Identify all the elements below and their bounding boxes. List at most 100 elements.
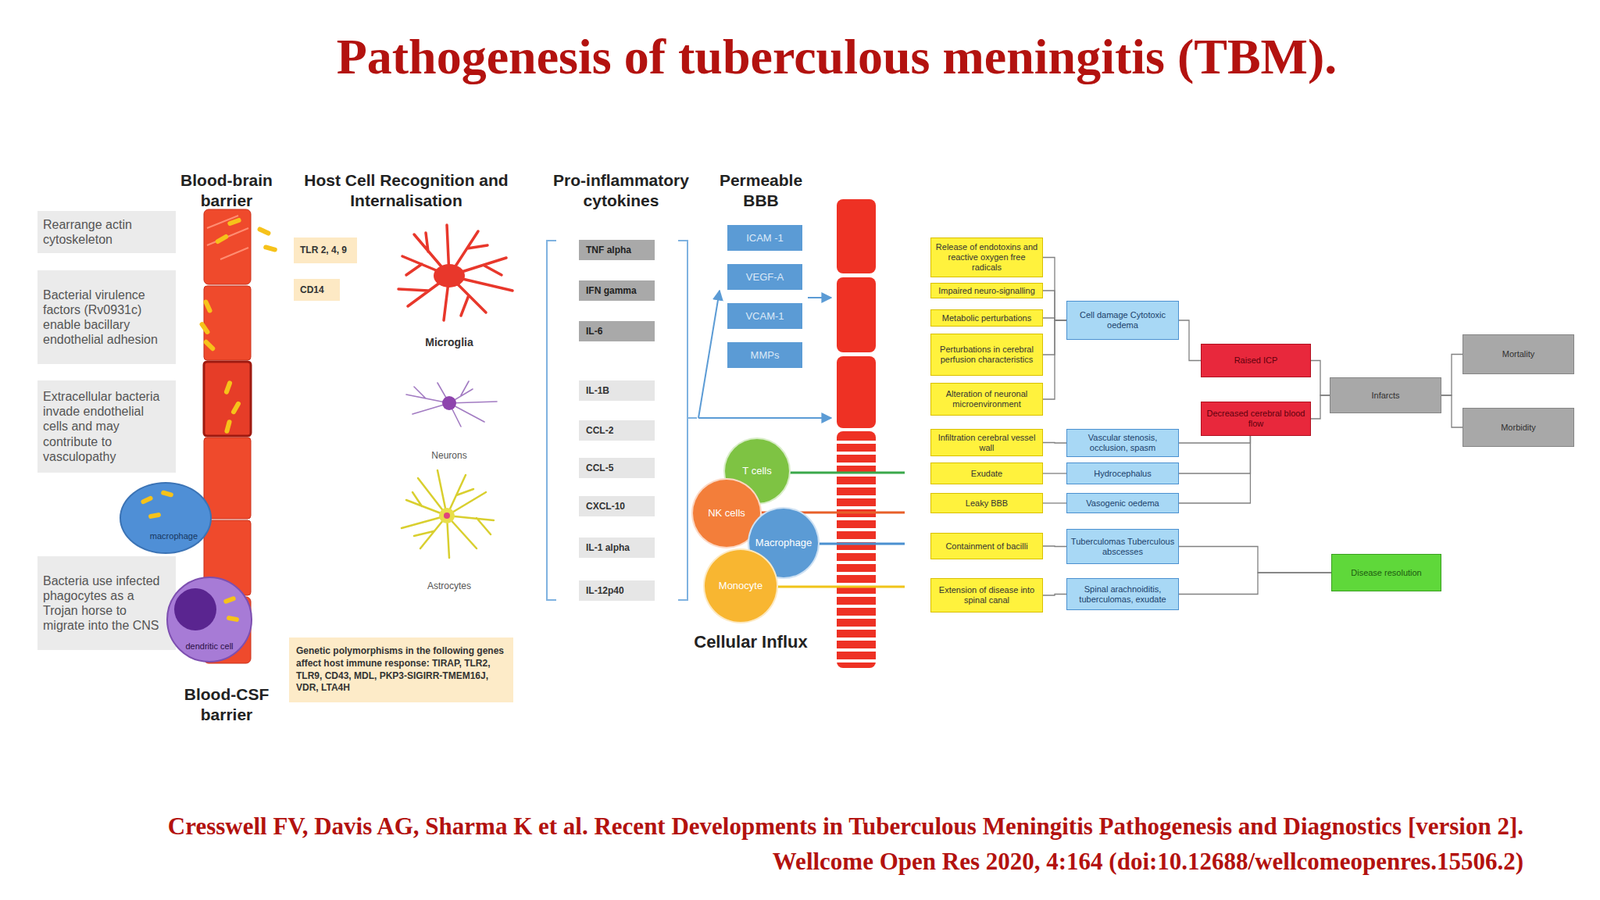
- node-text: ICAM -1: [746, 232, 784, 244]
- node-text: Metabolic perturbations: [942, 313, 1032, 324]
- mechanism-box: Infiltration cerebral vessel wall: [930, 428, 1043, 457]
- connector-line: [1042, 317, 1067, 321]
- node-text: dendritic cell: [185, 641, 233, 652]
- node-text: IL-1 alpha: [585, 542, 630, 554]
- neuron-dendrite: [406, 381, 497, 427]
- outcome-box: Morbidity: [1462, 407, 1575, 447]
- astrocyte-nucleus: [443, 512, 450, 519]
- vessel-segment: [836, 277, 876, 353]
- node-text: Cell damage Cytotoxic oedema: [1070, 310, 1175, 331]
- node-text: CD14: [300, 284, 325, 296]
- note-box: Bacterial virulence factors (Rv0931c) en…: [37, 270, 176, 365]
- node-text: Spinal arachnoiditis, tuberculomas, exud…: [1070, 584, 1175, 605]
- node-text: Rearrange actin cytoskeleton: [42, 217, 171, 247]
- vessel-segment: [836, 199, 876, 274]
- cytokine-box: CCL-2: [578, 420, 655, 441]
- node-text: TNF alpha: [585, 244, 632, 256]
- astrocyte-process: [401, 470, 494, 558]
- bacillus: [224, 419, 233, 435]
- node-text: CXCL-10: [585, 500, 625, 512]
- flow-arrow: [807, 296, 832, 299]
- node-text: Exudate: [971, 468, 1003, 479]
- neuron-illustration: [406, 381, 497, 427]
- cytokine-box: CXCL-10: [578, 496, 655, 517]
- mechanism-box: Alteration of neuronal microenvironment: [930, 382, 1043, 416]
- permeable-vessel: [836, 199, 876, 668]
- mechanism-box: Containment of bacilli: [930, 532, 1043, 560]
- flow-arrow: [698, 290, 720, 418]
- vessel-segment: [836, 431, 876, 668]
- vessel-segment: [203, 361, 251, 436]
- adhesion-molecule-box: MMPs: [727, 342, 803, 368]
- bacillus: [230, 400, 242, 416]
- node-text: macrophage: [150, 531, 198, 542]
- adhesion-molecule-box: ICAM -1: [727, 225, 803, 251]
- column-heading: Host Cell Recognition and Internalisatio…: [285, 170, 528, 212]
- bacillus: [203, 339, 217, 353]
- connector-line: [1310, 395, 1330, 419]
- node-text: T cells: [742, 465, 772, 477]
- adhesion-molecule-box: VCAM-1: [727, 303, 803, 329]
- node-text: Disease resolution: [1350, 567, 1422, 579]
- mechanism-box: Perturbations in cerebral perfusion char…: [930, 333, 1043, 376]
- pathology-box: Tuberculomas Tuberculous abscesses: [1066, 528, 1179, 565]
- illustration-label: Astrocytes: [402, 580, 497, 592]
- node-text: Extracellular bacteria invade endothelia…: [42, 389, 171, 465]
- node-text: Decreased cerebral blood flow: [1204, 408, 1308, 429]
- note-box: Bacteria use infected phagocytes as a Tr…: [37, 556, 176, 650]
- node-text: CCL-2: [585, 425, 614, 436]
- bacillus: [214, 233, 230, 245]
- connector-line: [1042, 502, 1067, 504]
- cytokine-box: IL-6: [578, 321, 655, 342]
- pathology-box: Cell damage Cytotoxic oedema: [1066, 300, 1179, 340]
- node-text: Perturbations in cerebral perfusion char…: [934, 344, 1040, 365]
- receptor-box: CD14: [293, 278, 340, 301]
- flow-arrow: [698, 417, 832, 419]
- pathology-box: Hydrocephalus: [1066, 462, 1179, 485]
- bacillus: [202, 299, 213, 315]
- mechanism-box: Extension of disease into spinal canal: [930, 578, 1043, 613]
- astrocyte-illustration: [401, 470, 494, 558]
- citation-caption: Cresswell FV, Davis AG, Sharma K et al. …: [117, 809, 1524, 880]
- immune-cell: Monocyte: [703, 548, 779, 624]
- column-heading: Permeable BBB: [706, 170, 816, 212]
- pathology-box: Vascular stenosis, occlusion, spasm: [1066, 428, 1179, 458]
- illustration-label: Cellular Influx: [688, 631, 814, 654]
- vessel-segment: [203, 209, 251, 285]
- node-text: Release of endotoxins and reactive oxyge…: [934, 242, 1040, 273]
- connector-line: [1042, 594, 1067, 597]
- bacillus: [263, 244, 279, 253]
- connector-line: [1178, 435, 1250, 443]
- node-text: Raised ICP: [1234, 355, 1279, 366]
- node-text: Morbidity: [1500, 422, 1536, 433]
- column-heading: Blood-brain barrier: [156, 170, 297, 212]
- node-text: Alteration of neuronal microenvironment: [934, 389, 1040, 410]
- node-text: TLR 2, 4, 9: [300, 244, 347, 256]
- illustration-label: Microglia: [402, 335, 497, 349]
- node-text: Hydrocephalus: [1093, 468, 1151, 479]
- bacillus: [148, 512, 162, 520]
- connector-line: [1042, 442, 1067, 444]
- node-text: Genetic polymorphisms in the following g…: [296, 645, 507, 694]
- consequence-box: Decreased cerebral blood flow: [1200, 401, 1311, 436]
- connector-line: [1042, 257, 1067, 322]
- cytokine-box: IL-1 alpha: [578, 537, 655, 558]
- microglia-process: [398, 225, 513, 321]
- node-text: Bacteria use infected phagocytes as a Tr…: [42, 573, 171, 634]
- phagocytosed-bacilli: [139, 489, 174, 519]
- node-text: VEGF-A: [746, 271, 784, 283]
- macrophage-cell: macrophage: [119, 482, 212, 554]
- bacillus: [198, 321, 211, 336]
- cytokine-bracket: [546, 240, 557, 600]
- neuron-body: [442, 396, 457, 411]
- connector-line: [1042, 545, 1067, 547]
- node-text: Infiltration cerebral vessel wall: [934, 432, 1040, 454]
- cytokine-box: IL-12p40: [578, 580, 655, 601]
- node-text: Infarcts: [1371, 390, 1400, 401]
- mechanism-box: Impaired neuro-signalling: [930, 282, 1043, 299]
- outcome-box: Mortality: [1462, 334, 1575, 375]
